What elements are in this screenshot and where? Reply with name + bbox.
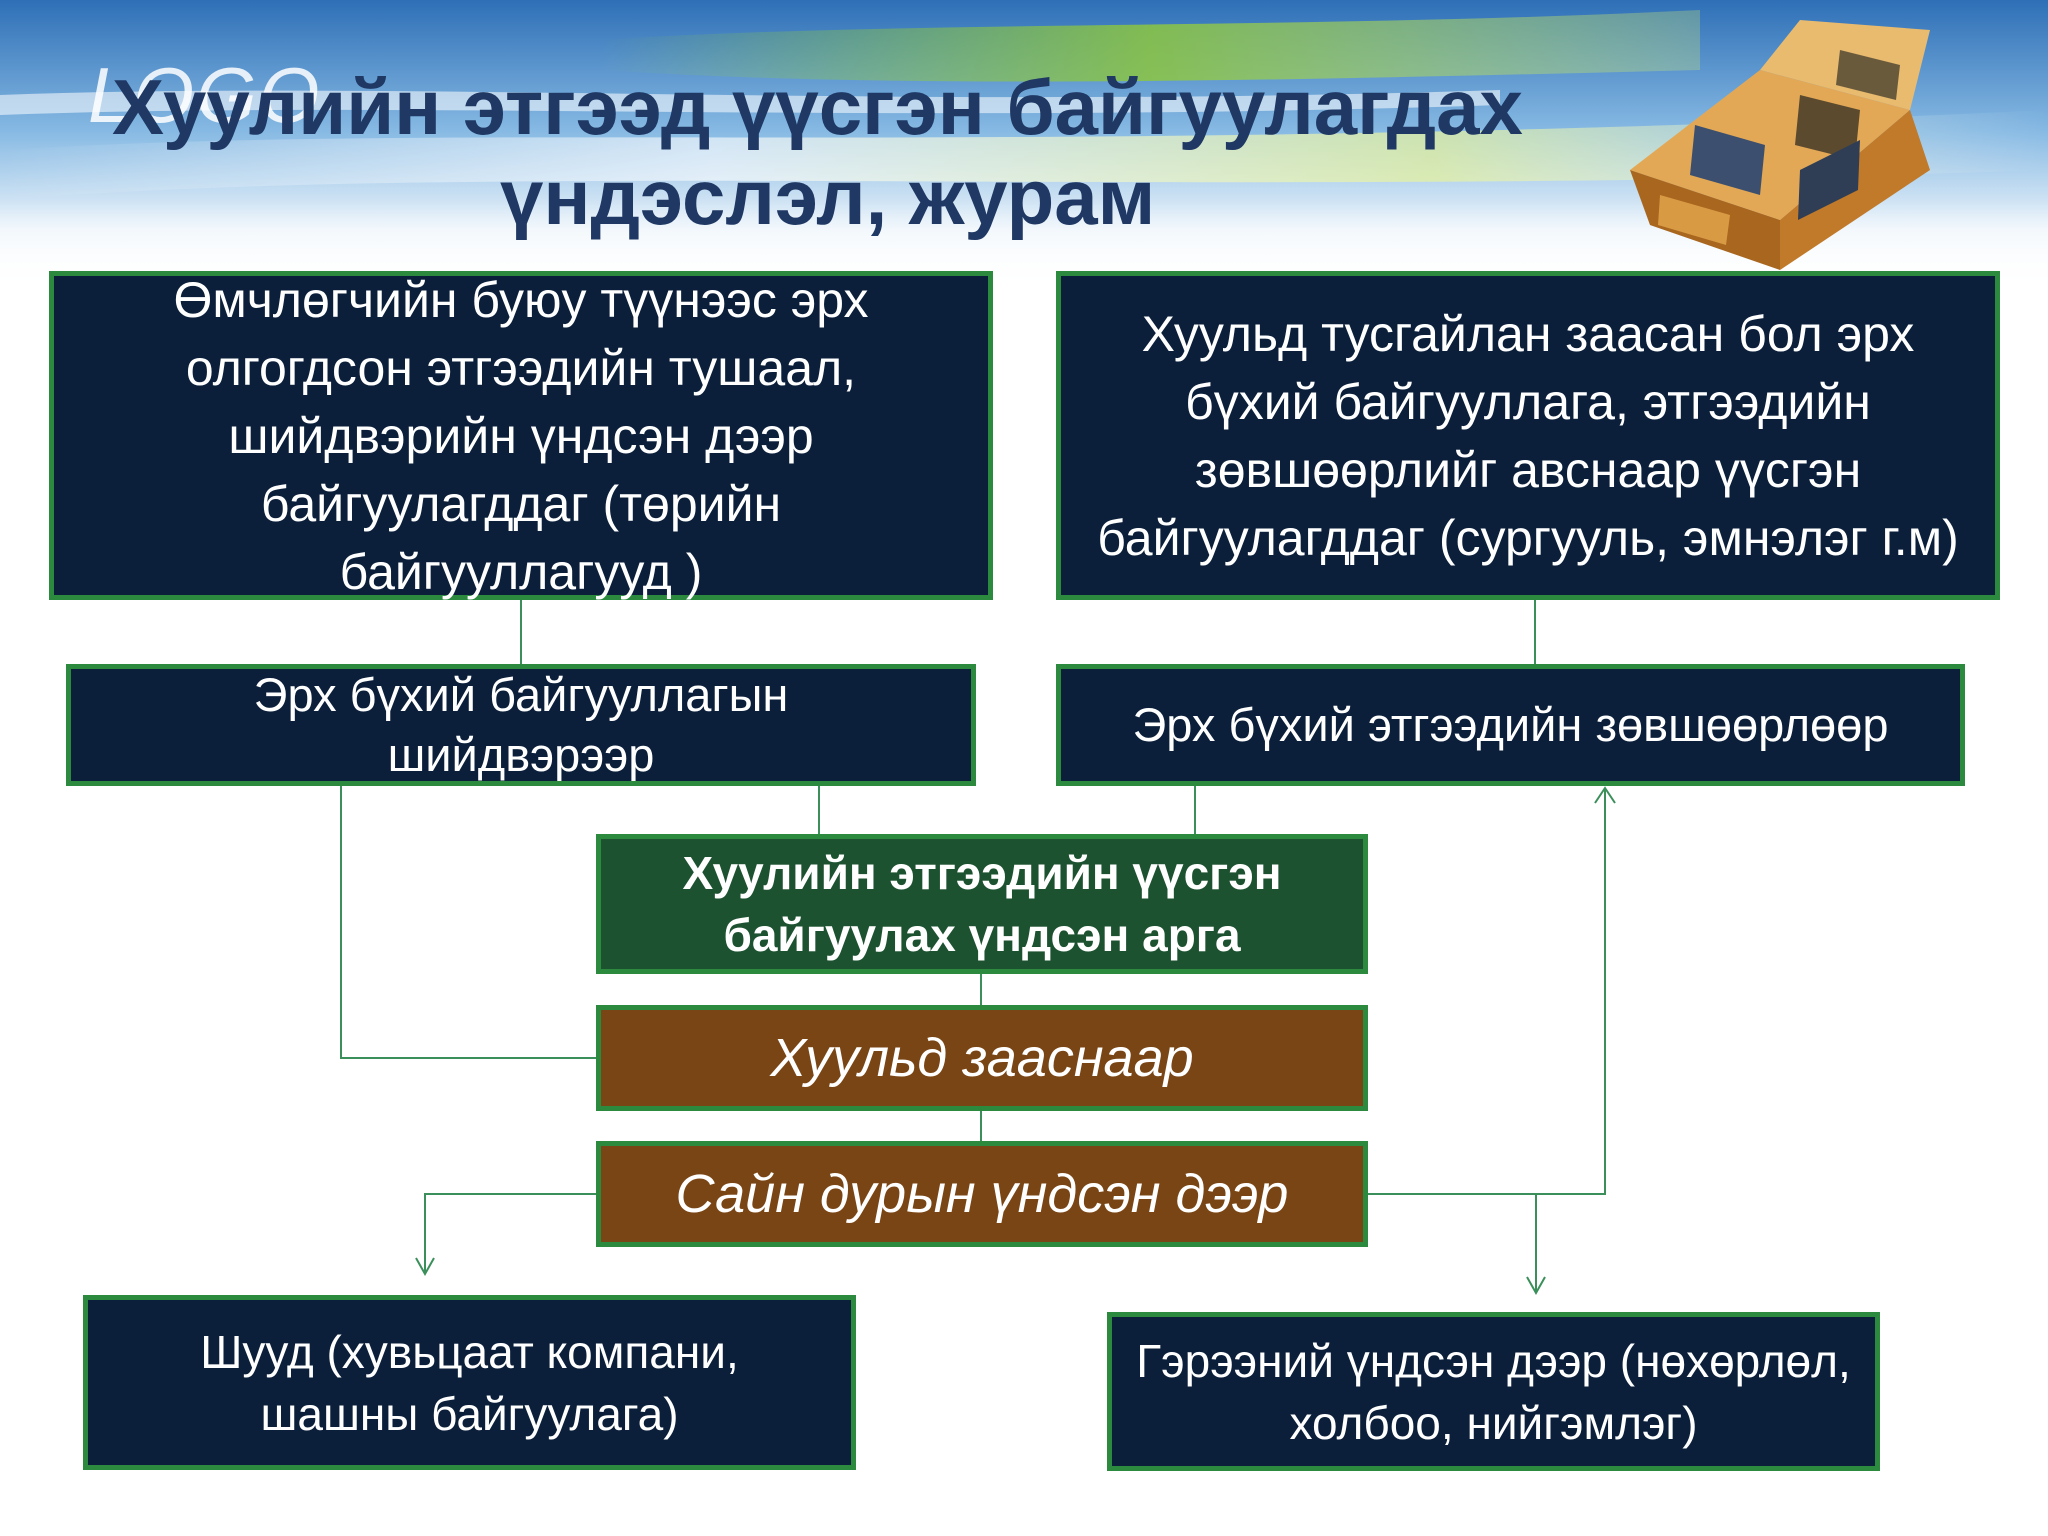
connector-voluntary-bottomleft — [424, 1193, 596, 1272]
box-authority-permit: Эрх бүхий этгээдийн зөвшөөрлөөр — [1056, 664, 1965, 786]
box-authority-permit-text: Эрх бүхий этгээдийн зөвшөөрлөөр — [1132, 698, 1889, 751]
box-main-method: Хуулийн этгээдийн үүсгэн байгуулах үндсэ… — [596, 834, 1368, 974]
title-line-2: үндэслэл, журам — [500, 153, 1156, 241]
box-owner-decision: Өмчлөгчийн буюу түүнээс эрх олгогдсон эт… — [49, 271, 993, 600]
logo: LOGO — [88, 51, 322, 139]
box-by-law-text: Хуульд зааснаар — [770, 1028, 1194, 1088]
connector-bylaw-midleft — [340, 786, 596, 1059]
connector-voluntary-midright — [1368, 788, 1606, 1195]
arrow-bottomright-head — [1526, 1276, 1546, 1296]
box-direct-text: Шууд (хувьцаат компани, шашны байгуулага… — [200, 1325, 739, 1440]
box-contract-text: Гэрээний үндсэн дээр (нөхөрлөл, холбоо, … — [1136, 1334, 1851, 1449]
arrow-midright-head — [1594, 786, 1616, 804]
title-line-1: Хуулийн этгээд үүсгэн байгуулагдах — [112, 63, 1523, 151]
box-authority-decision: Эрх бүхий байгууллагын шийдвэрээр — [66, 664, 976, 786]
box-voluntary: Сайн дурын үндсэн дээр — [596, 1141, 1368, 1247]
box-authorized-permit: Хуульд тусгайлан заасан бол эрх бүхий ба… — [1056, 271, 2000, 600]
box-voluntary-text: Сайн дурын үндсэн дээр — [675, 1164, 1289, 1224]
page-title: Хуулийн этгээд үүсгэн байгуулагдах үндэс… — [0, 62, 2048, 242]
box-direct: Шууд (хувьцаат компани, шашны байгуулага… — [83, 1295, 856, 1470]
arrow-bottomleft-head — [415, 1257, 435, 1277]
box-authorized-permit-text: Хуульд тусгайлан заасан бол эрх бүхий ба… — [1097, 305, 1959, 566]
box-by-law: Хуульд зааснаар — [596, 1005, 1368, 1111]
box-main-method-text: Хуулийн этгээдийн үүсгэн байгуулах үндсэ… — [682, 847, 1282, 961]
header-banner: LOGO Хуулийн этгээд үүсгэн байгуулагдах … — [0, 0, 2048, 290]
box-contract: Гэрээний үндсэн дээр (нөхөрлөл, холбоо, … — [1107, 1312, 1880, 1471]
cube-graphic — [1630, 20, 1930, 270]
box-authority-decision-text: Эрх бүхий байгууллагын шийдвэрээр — [253, 668, 789, 781]
box-owner-decision-text: Өмчлөгчийн буюу түүнээс эрх олгогдсон эт… — [173, 271, 869, 600]
